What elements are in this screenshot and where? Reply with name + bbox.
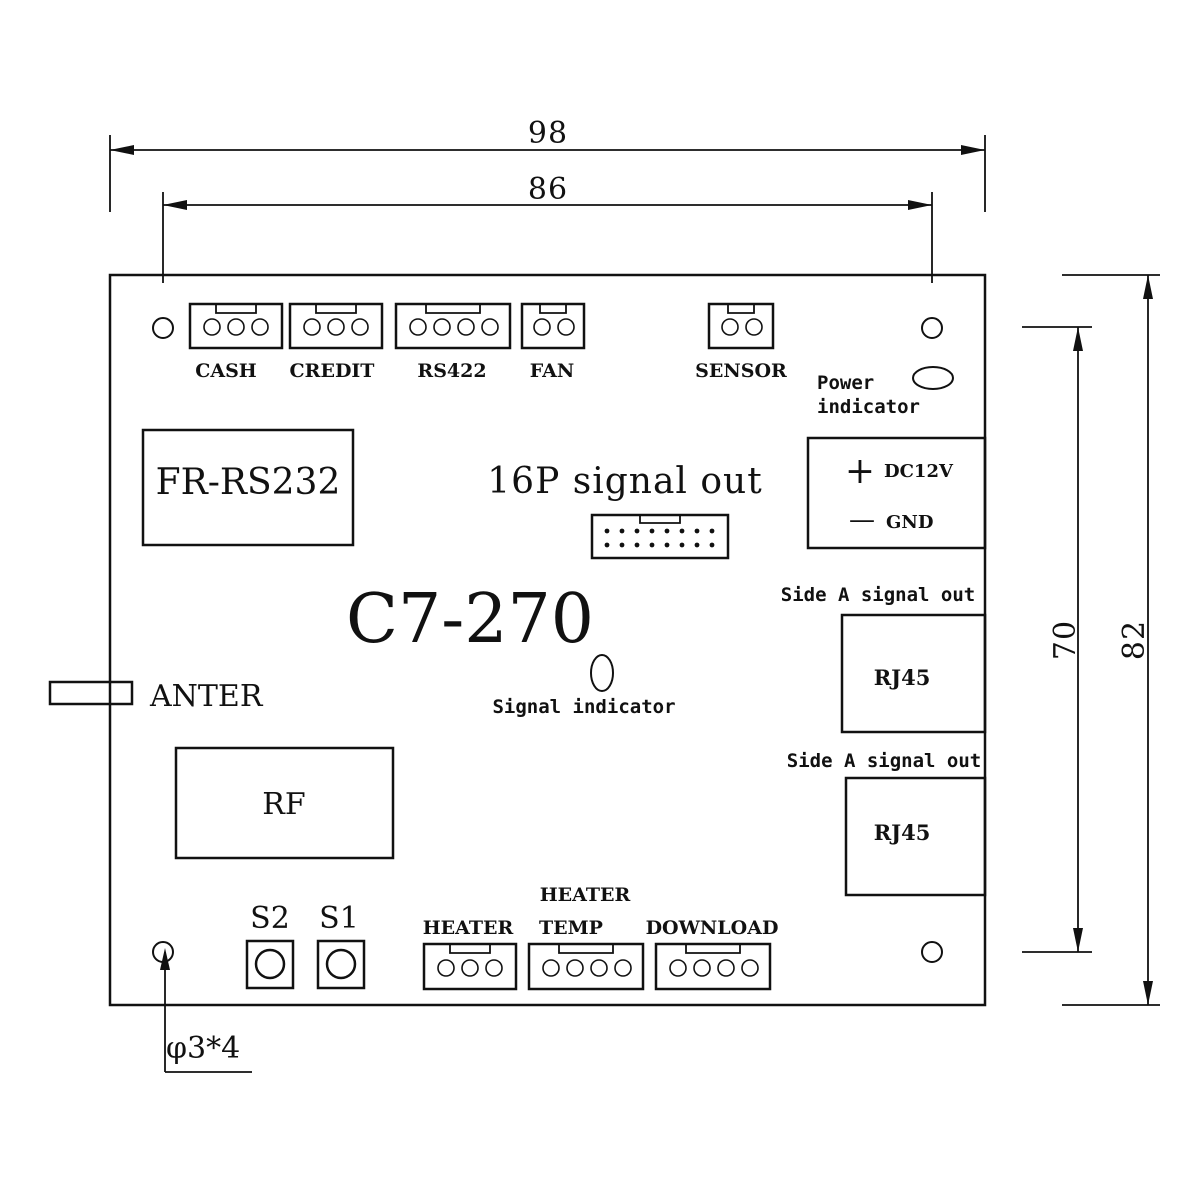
switch-s2 — [245, 939, 295, 990]
mounting-hole-leader — [160, 948, 252, 1073]
dimension-82-label: 82 — [1117, 620, 1152, 660]
connector-heater-label: HEATER — [423, 917, 514, 939]
connector-fan — [520, 302, 586, 350]
mounting-hole-spec-label: φ3*4 — [166, 1031, 240, 1066]
connector-sensor — [707, 302, 775, 350]
dimension-hole-spacing-height: 70 — [1022, 326, 1092, 953]
signal-out-16p-header — [590, 513, 730, 560]
antenna-connector — [48, 680, 134, 706]
connector-download-label: DOWNLOAD — [646, 917, 779, 939]
dimension-hole-spacing-width: 86 — [162, 172, 933, 283]
power-indicator-label-line2: indicator — [817, 396, 920, 418]
connector-credit-label: CREDIT — [290, 360, 375, 382]
header-pin — [619, 542, 625, 548]
signal-indicator-label: Signal indicator — [492, 696, 675, 718]
power-dc12v-label: DC12V — [884, 461, 954, 482]
connector-heater-temp-label-line2: TEMP — [539, 917, 603, 939]
board-model-label: C7-270 — [346, 580, 594, 659]
connector-credit — [288, 302, 384, 350]
rf-module — [174, 746, 395, 860]
power-plus-symbol: + — [845, 451, 875, 492]
header-pin — [634, 542, 640, 548]
dimension-overall-width: 98 — [109, 116, 986, 212]
mounting-hole-top-right — [921, 317, 943, 339]
power-gnd-label: GND — [886, 512, 933, 533]
power-input-block — [806, 436, 987, 550]
connector-heater-temp — [527, 942, 645, 991]
connector-rs422-label: RS422 — [417, 360, 486, 382]
power-indicator-led — [912, 366, 954, 390]
dimension-overall-height: 82 — [1062, 274, 1160, 1006]
power-minus-symbol: — — [849, 505, 875, 535]
switch-s1-label: S1 — [319, 901, 359, 936]
connector-fan-label: FAN — [530, 360, 575, 382]
switch-s1 — [316, 939, 366, 990]
mounting-hole-top-left — [152, 317, 174, 339]
header-pin — [604, 528, 610, 534]
connector-heater-temp-label-line1: HEATER — [540, 884, 631, 906]
connector-cash — [188, 302, 284, 350]
connector-sensor-label: SENSOR — [695, 360, 787, 382]
fr-rs232-module — [141, 428, 355, 547]
header-pin — [604, 542, 610, 548]
signal-out-16p-label: 16P signal out — [487, 461, 762, 502]
header-pin — [634, 528, 640, 534]
dimension-70-label: 70 — [1048, 620, 1083, 660]
dimension-98-label: 98 — [528, 116, 568, 151]
header-pin — [679, 528, 685, 534]
header-pin — [649, 542, 655, 548]
connector-cash-label: CASH — [195, 360, 257, 382]
header-pin — [709, 528, 715, 534]
side-a-signal-out-label-bottom: Side A signal out — [787, 750, 981, 772]
connector-heater — [422, 942, 518, 991]
connector-download — [654, 942, 772, 991]
header-pin — [679, 542, 685, 548]
header-pin — [619, 528, 625, 534]
header-pin — [664, 528, 670, 534]
power-indicator-label-line1: Power — [817, 372, 874, 394]
rf-label: RF — [262, 787, 305, 822]
side-a-signal-out-label-top: Side A signal out — [781, 584, 975, 606]
rj45-label-bottom: RJ45 — [874, 820, 931, 845]
header-pin — [649, 528, 655, 534]
header-pin — [694, 542, 700, 548]
header-pin — [664, 542, 670, 548]
antenna-label: ANTER — [149, 679, 264, 714]
header-pin — [694, 528, 700, 534]
dimension-86-label: 86 — [528, 172, 568, 207]
mounting-hole-bottom-right — [921, 941, 943, 963]
fr-rs232-label: FR-RS232 — [156, 462, 341, 503]
signal-indicator-led — [590, 654, 614, 692]
connector-rs422 — [394, 302, 512, 350]
rj45-port-bottom — [844, 776, 987, 897]
switch-s2-label: S2 — [250, 901, 290, 936]
header-pin — [709, 542, 715, 548]
rj45-label-top: RJ45 — [874, 665, 931, 690]
rj45-port-top — [840, 613, 987, 734]
